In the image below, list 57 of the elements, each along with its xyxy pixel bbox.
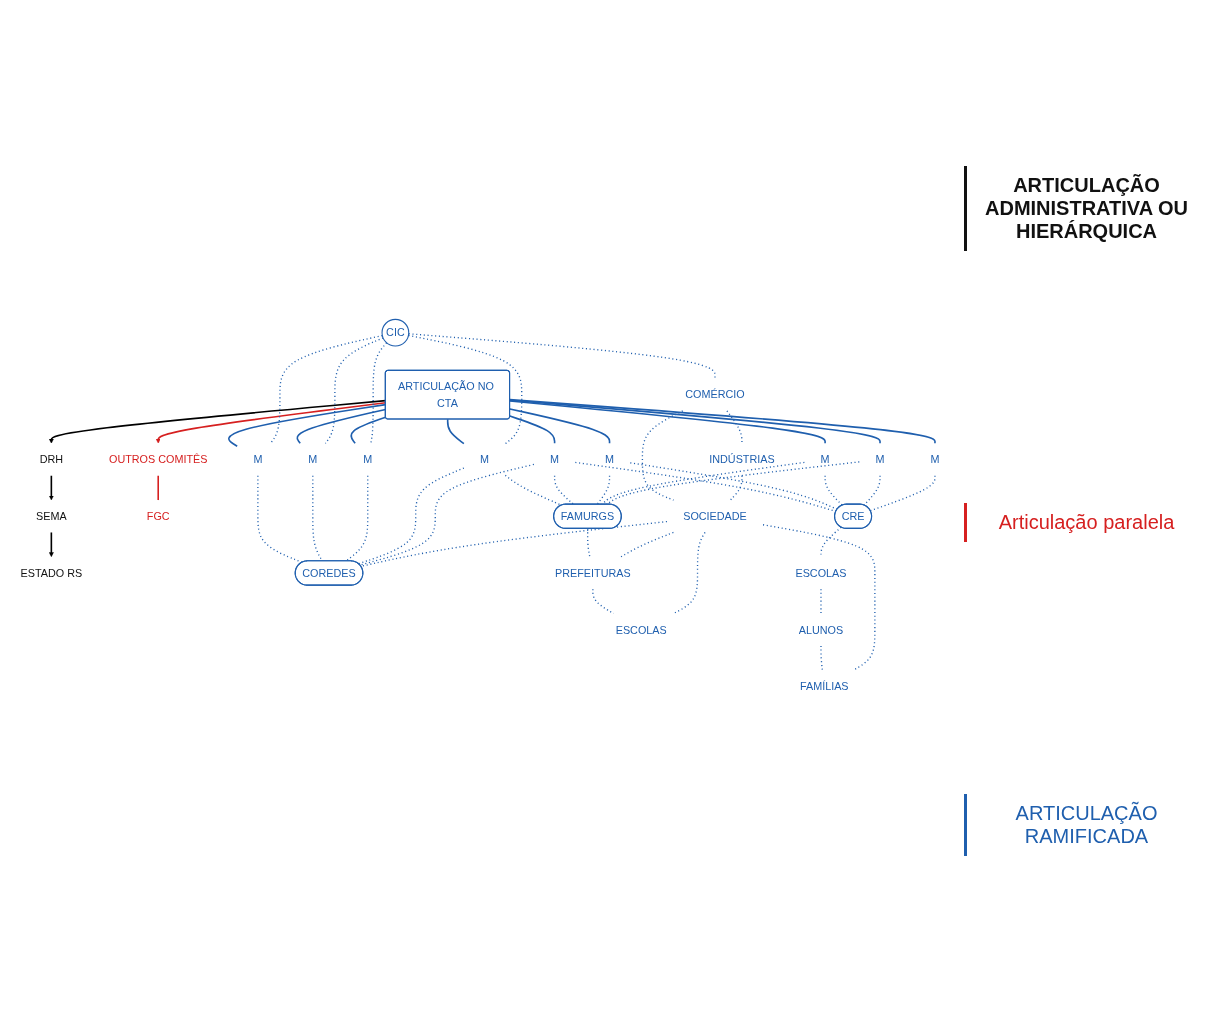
node-text: M: [875, 453, 885, 466]
node-text: M: [253, 453, 263, 466]
connector: [601, 461, 806, 506]
arrow: [49, 399, 387, 444]
node-text: M: [480, 453, 490, 466]
arrow: [155, 402, 387, 444]
connector: [863, 475, 881, 506]
node-text: COMÉRCIO: [685, 388, 745, 401]
node-text: M: [605, 453, 615, 466]
node-text: ESCOLAS: [795, 567, 847, 579]
node-text: M: [930, 453, 940, 466]
node-text: INDÚSTRIAS: [709, 453, 775, 466]
connector: [820, 588, 822, 615]
connector: [574, 461, 837, 513]
connector: [672, 531, 706, 615]
node-text: PREFEITURAS: [555, 567, 631, 579]
connector: [620, 531, 675, 558]
node-text: OUTROS COMITÊS: [108, 453, 208, 466]
connector: [509, 408, 611, 445]
connector: [370, 342, 388, 444]
connector: [729, 475, 743, 501]
connector: [762, 524, 876, 671]
connector: [350, 416, 387, 445]
arrow: [49, 531, 54, 557]
connector: [296, 408, 387, 445]
node-circle: CIC: [381, 318, 410, 347]
node-text: FGC: [146, 510, 170, 523]
node-text: FAMÍLIAS: [799, 680, 849, 693]
node-text: M: [820, 453, 830, 466]
connector: [726, 410, 743, 444]
connector: [820, 645, 824, 671]
connector: [360, 520, 668, 567]
connector: [269, 334, 383, 444]
connector: [509, 400, 826, 445]
node-text: M: [363, 453, 373, 466]
node-text: SEMA: [36, 510, 67, 523]
bracket-label: ARTICULAÇÃO ADMINISTRATIVA OU HIERÁRQUICA: [964, 166, 1206, 251]
node-text: SOCIEDADE: [683, 510, 747, 523]
node-text: M: [308, 453, 318, 466]
node-text: ESCOLAS: [615, 623, 667, 636]
node-text: DRH: [39, 453, 64, 466]
arrow: [49, 474, 54, 501]
bracket-label: Articulação paralela: [964, 503, 1206, 542]
node-text: ALUNOS: [798, 623, 844, 636]
connector: [641, 410, 684, 501]
connector: [820, 526, 842, 558]
node-text: ESTADO RS: [20, 567, 83, 579]
connector: [509, 415, 556, 445]
connector: [446, 418, 465, 445]
connector: [824, 475, 843, 506]
connector: [157, 474, 160, 501]
connector: [359, 463, 535, 566]
connector: [312, 475, 324, 562]
connector: [592, 588, 615, 615]
node-text: M: [550, 453, 560, 466]
connector: [228, 403, 387, 448]
bracket-label: ARTICULAÇÃO RAMIFICADA: [964, 794, 1206, 856]
